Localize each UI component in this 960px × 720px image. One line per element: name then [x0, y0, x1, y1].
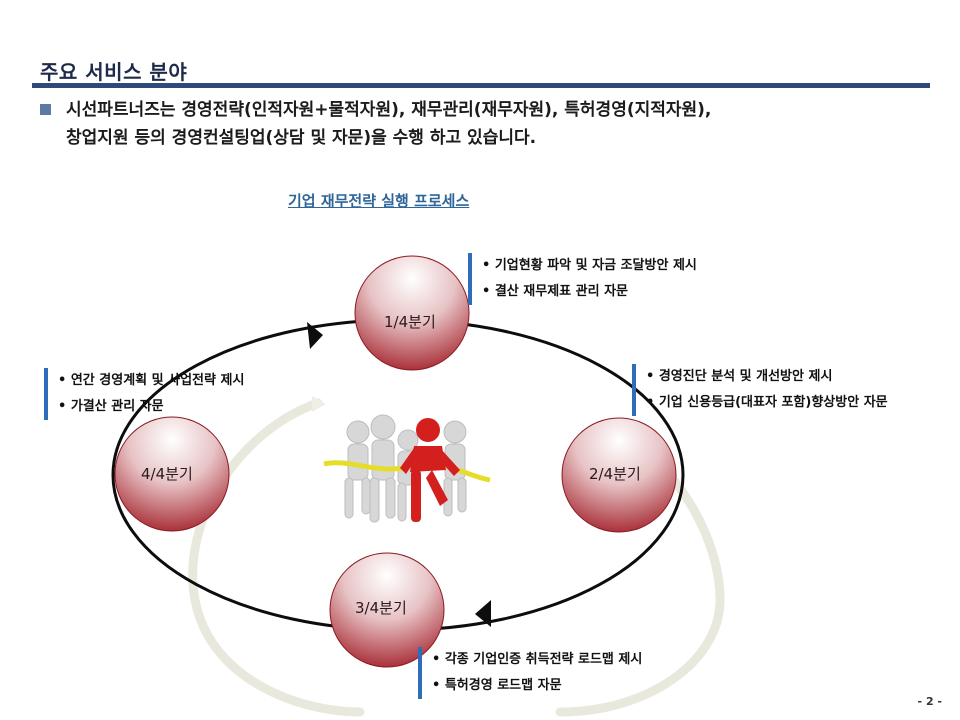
triangle-arrow-icon — [307, 322, 323, 349]
background-arrow-icon — [312, 396, 326, 412]
page-title: 주요 서비스 분야 — [40, 60, 188, 84]
intro-line-1: 시선파트너즈는 경영전략(인적자원+물적자원), 재무관리(재무자원), 특허경… — [66, 100, 712, 120]
quarter-1-label: 1/4분기 — [384, 313, 436, 331]
note-item: • 결산 재무제표 관리 자문 — [482, 284, 629, 299]
note-item: • 가결산 관리 자문 — [58, 399, 164, 414]
note-item: • 연간 경영계획 및 사업전략 제시 — [58, 373, 245, 388]
note-item: • 각종 기업인증 취득전략 로드맵 제시 — [432, 652, 643, 667]
quarter-2-notes: • 경영진단 분석 및 개선방안 제시 • 기업 신용등급(대표자 포함)향상방… — [632, 364, 888, 416]
quarter-2-label: 2/4분기 — [589, 465, 641, 483]
note-item: • 특허경영 로드맵 자문 — [432, 678, 562, 693]
quarter-4-notes: • 연간 경영계획 및 사업전략 제시 • 가결산 관리 자문 — [44, 368, 244, 420]
intro-line-2: 창업지원 등의 경영컨설팅업(상담 및 자문)을 수행 하고 있습니다. — [66, 128, 537, 148]
note-item: • 경영진단 분석 및 개선방안 제시 — [646, 369, 833, 384]
page-number: - 2 - — [917, 695, 942, 708]
quarter-3-notes: • 각종 기업인증 취득전략 로드맵 제시 • 특허경영 로드맵 자문 — [418, 647, 642, 699]
note-item: • 기업현황 파악 및 자금 조달방안 제시 — [482, 258, 697, 273]
quarter-circle-2 — [561, 417, 677, 533]
quarter-1-notes: • 기업현황 파악 및 자금 조달방안 제시 • 결산 재무제표 관리 자문 — [468, 253, 697, 305]
triangle-arrow-icon — [475, 600, 491, 627]
process-title: 기업 재무전략 실행 프로세스 — [288, 192, 470, 210]
race-runners-illustration — [320, 410, 491, 540]
quarter-circle-1 — [354, 255, 470, 371]
title-divider — [32, 83, 930, 88]
quarter-4-label: 4/4분기 — [141, 465, 193, 483]
quarter-circle-3 — [329, 552, 445, 668]
note-item: • 기업 신용등급(대표자 포함)향상방안 자문 — [646, 395, 888, 410]
quarter-3-label: 3/4분기 — [355, 599, 407, 617]
quarter-circle-4 — [114, 416, 230, 532]
square-bullet-icon — [40, 104, 51, 115]
